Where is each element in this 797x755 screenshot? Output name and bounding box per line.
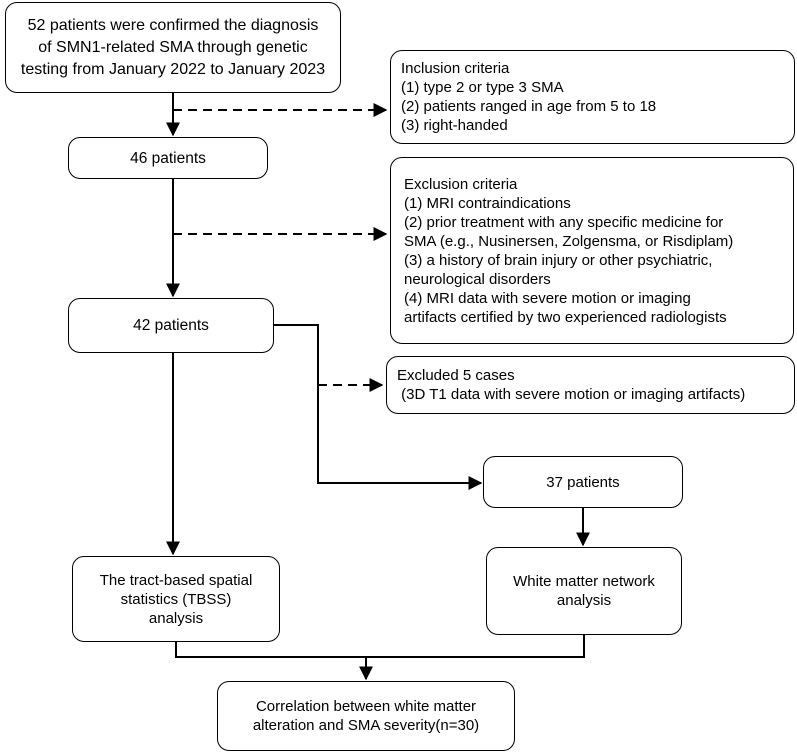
patients-37-box: 37 patients <box>483 456 683 508</box>
correlation-line: alteration and SMA severity(n=30) <box>252 717 480 734</box>
diagnosis-line: of SMN1-related SMA through genetic <box>38 38 308 56</box>
exclusion-line: (2) prior treatment with any specific me… <box>404 213 724 231</box>
patients-37-label: 37 patients <box>546 473 620 491</box>
network-line: analysis <box>556 592 612 609</box>
patients-42-box: 42 patients <box>68 298 274 353</box>
network-analysis-box: White matter network analysis <box>486 547 682 635</box>
exclusion-title: Exclusion criteria <box>404 175 518 193</box>
inclusion-item: (1) type 2 or type 3 SMA <box>401 79 564 96</box>
inclusion-criteria-box: Inclusion criteria (1) type 2 or type 3 … <box>390 50 795 144</box>
excluded-title: Excluded 5 cases <box>397 367 515 384</box>
exclusion-line: (1) MRI contraindications <box>404 194 571 212</box>
exclusion-line: artifacts certified by two experienced r… <box>404 308 727 326</box>
inclusion-item: (2) patients ranged in age from 5 to 18 <box>401 98 657 115</box>
tbss-line: statistics (TBSS) <box>120 590 232 608</box>
diagnosis-line: testing from January 2022 to January 202… <box>20 60 326 78</box>
exclusion-criteria-box: Exclusion criteria (1) MRI contraindicat… <box>390 157 794 344</box>
exclusion-line: neurological disorders <box>404 270 551 288</box>
tbss-line: analysis <box>148 609 204 627</box>
correlation-line: Correlation between white matter <box>255 698 477 715</box>
inclusion-item: (3) right-handed <box>401 117 508 134</box>
correlation-box: Correlation between white matter alterat… <box>217 681 515 751</box>
arrow-42-to-37 <box>274 324 483 490</box>
excluded-cases-box: Excluded 5 cases (3D T1 data with severe… <box>386 356 795 414</box>
excluded-detail: (3D T1 data with severe motion or imagin… <box>397 386 746 403</box>
inclusion-title: Inclusion criteria <box>401 60 510 77</box>
network-line: White matter network <box>513 573 655 590</box>
diagnosis-box: 52 patients were confirmed the diagnosis… <box>5 2 341 93</box>
exclusion-line: (4) MRI data with severe motion or imagi… <box>404 289 691 307</box>
merge-tbss-network <box>175 635 585 658</box>
patients-46-label: 46 patients <box>130 149 206 167</box>
patients-46-box: 46 patients <box>68 137 268 179</box>
patients-42-label: 42 patients <box>133 317 209 334</box>
tbss-line: The tract-based spatial <box>99 571 253 589</box>
exclusion-line: (3) a history of brain injury or other p… <box>404 251 713 269</box>
exclusion-line: SMA (e.g., Nusinersen, Zolgensma, or Ris… <box>404 232 734 250</box>
tbss-analysis-box: The tract-based spatial statistics (TBSS… <box>72 556 280 642</box>
diagnosis-line: 52 patients were confirmed the diagnosis <box>27 16 319 34</box>
